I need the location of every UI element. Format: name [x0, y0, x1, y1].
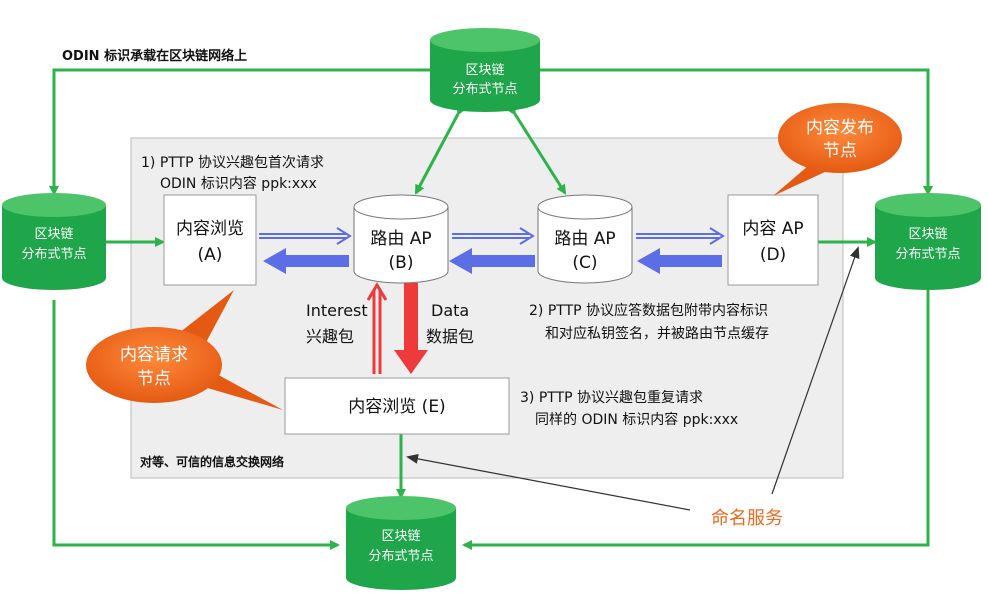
- blockchain-label-line1: 区块链: [381, 529, 420, 544]
- step3-line2: 同样的 ODIN 标识内容 ppk:xxx: [535, 411, 738, 428]
- step1-line2: ODIN 标识内容 ppk:xxx: [160, 175, 317, 192]
- blockchain-node-bottom: 区块链 分布式节点: [346, 496, 456, 590]
- publish-line1: 内容发布: [806, 118, 874, 138]
- node-b: 路由 AP (B): [353, 194, 449, 284]
- interest-arrow-up: [366, 282, 388, 374]
- interest-label-line2: 兴趣包: [306, 327, 354, 346]
- publish-bubble: 内容发布 节点: [773, 103, 902, 196]
- network-label: 对等、可信的信息交换网络: [140, 454, 284, 469]
- request-line2: 节点: [137, 369, 171, 389]
- interest-label-line1: Interest: [306, 301, 368, 320]
- blockchain-label-line2: 分布式节点: [452, 82, 517, 97]
- blockchain-label-line1: 区块链: [908, 227, 947, 242]
- top-label: ODIN 标识承载在区块链网络上: [62, 48, 247, 64]
- node-c: 路由 AP (C): [537, 194, 633, 284]
- data-label-line1: Data: [431, 301, 469, 320]
- node-b-line2: (B): [389, 253, 414, 273]
- node-a-line1: 内容浏览: [176, 219, 244, 239]
- node-e-label: 内容浏览 (E): [348, 397, 445, 417]
- node-c-line1: 路由 AP: [554, 229, 615, 249]
- request-bubble: 内容请求 节点: [86, 290, 283, 410]
- blockchain-node-top: 区块链 分布式节点: [430, 28, 540, 112]
- node-a-line2: (A): [198, 245, 223, 265]
- node-e: 内容浏览 (E): [284, 377, 510, 435]
- publish-line2: 节点: [823, 141, 857, 161]
- request-line1: 内容请求: [120, 345, 188, 365]
- step2-line2: 和对应私钥签名，并被路由节点缓存: [545, 325, 769, 342]
- blockchain-label-line2: 分布式节点: [368, 549, 433, 564]
- step2-line1: 2) PTTP 协议应答数据包附带内容标识: [529, 302, 768, 319]
- step1-line1: 1) PTTP 协议兴趣包首次请求: [141, 155, 324, 171]
- node-d-line2: (D): [760, 245, 786, 265]
- link-connections: [96, 104, 877, 499]
- blockchain-label-line2: 分布式节点: [895, 247, 960, 262]
- data-arrows: [263, 248, 722, 274]
- step3-line1: 3) PTTP 协议兴趣包重复请求: [520, 389, 703, 406]
- naming-service-label: 命名服务: [711, 508, 783, 529]
- blockchain-node-left: 区块链 分布式节点: [2, 193, 106, 290]
- blockchain-label-line1: 区块链: [34, 227, 73, 242]
- naming-service-pointers: [406, 246, 860, 511]
- node-a: 内容浏览 (A): [163, 194, 257, 286]
- node-d-line1: 内容 AP: [742, 219, 803, 239]
- blockchain-node-right: 区块链 分布式节点: [875, 193, 981, 290]
- blockchain-label-line1: 区块链: [465, 63, 504, 78]
- data-label-line2: 数据包: [426, 327, 474, 346]
- node-b-line1: 路由 AP: [370, 229, 431, 249]
- interest-arrows: [259, 227, 725, 245]
- node-d: 内容 AP (D): [727, 194, 819, 286]
- data-arrow-down: [394, 283, 428, 374]
- node-c-line2: (C): [572, 253, 597, 273]
- blockchain-label-line2: 分布式节点: [21, 247, 86, 262]
